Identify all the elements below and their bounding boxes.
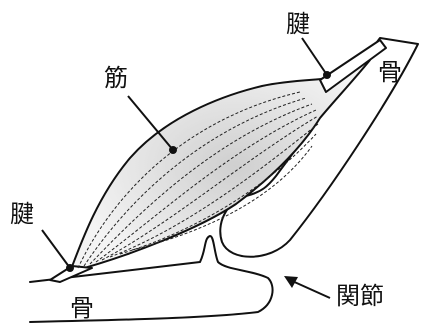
label-tendon-left: 腱	[10, 200, 34, 228]
joint-arrow	[284, 276, 331, 299]
lower-bone	[29, 235, 274, 323]
upper-tendon	[319, 39, 387, 93]
muscle-dot	[169, 146, 177, 154]
lower-tendon	[49, 265, 93, 283]
label-bone-lower: 骨	[70, 294, 94, 322]
muscle-leader	[127, 95, 174, 151]
label-joint: 関節	[336, 282, 384, 310]
tendon-top-dot	[323, 71, 331, 79]
label-muscle: 筋	[104, 64, 128, 92]
label-tendon-top: 腱	[286, 10, 310, 38]
tendon-left-leader	[41, 229, 71, 269]
muscle-fibers	[77, 91, 319, 269]
label-bone-upper: 骨	[378, 58, 402, 86]
tendon-top-leader	[301, 37, 328, 76]
tendon-left-dot	[66, 264, 74, 272]
